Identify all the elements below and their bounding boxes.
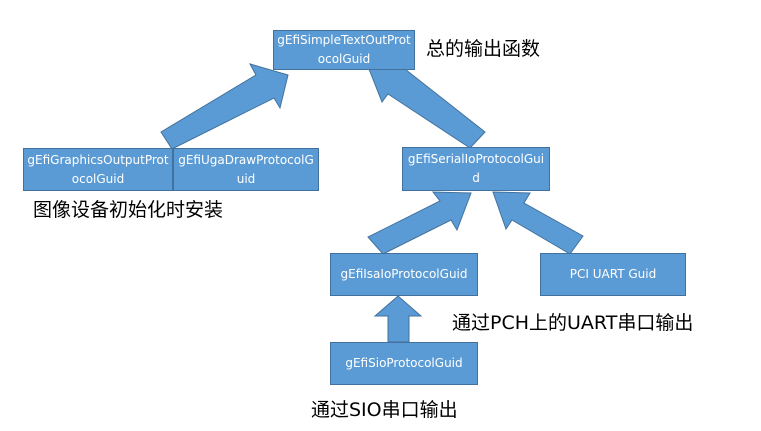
node-serial-io: gEfiSerialIoProtocolGuid: [402, 147, 550, 191]
arrow-sio-to-isa: [373, 295, 423, 343]
node-isa-io: gEfiIsaIoProtocolGuid: [330, 253, 478, 296]
caption-pch-uart: 通过PCH上的UART串口输出: [452, 312, 694, 334]
arrow-pci-to-serial: [492, 191, 584, 255]
node-uga-draw: gEfiUgaDrawProtocolGuid: [173, 148, 319, 191]
caption-sio-serial: 通过SIO串口输出: [311, 399, 458, 421]
caption-total-output: 总的输出函数: [426, 38, 541, 60]
arrow-isa-to-serial: [367, 191, 472, 255]
node-simple-text-out: gEfiSimpleTextOutProtocolGuid: [273, 30, 415, 70]
arrow-graphics-to-textout: [160, 63, 289, 150]
node-sio: gEfiSioProtocolGuid: [330, 342, 478, 385]
caption-graphics-install: 图像设备初始化时安装: [33, 199, 224, 221]
node-pci-uart: PCI UART Guid: [540, 253, 686, 296]
node-graphics-output: gEfiGraphicsOutputProtocolGuid: [23, 148, 173, 191]
